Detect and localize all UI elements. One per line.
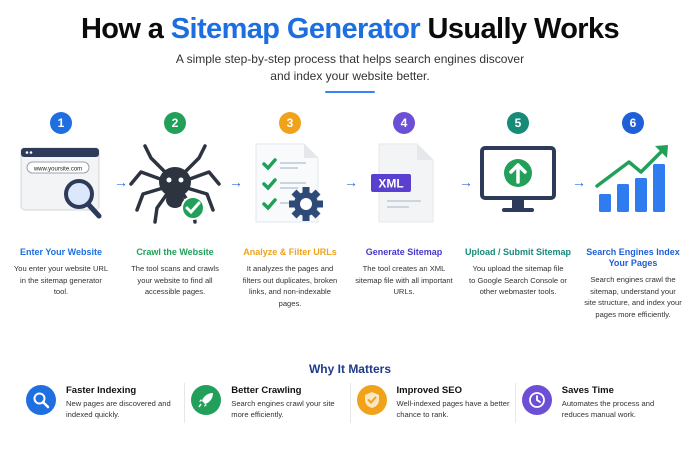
benefit-title: Saves Time [561,385,614,396]
step-title: Search Engines Index Your Pages [586,247,680,268]
benefit-title: Better Crawling [231,385,302,396]
arrow-icon: → [344,174,358,190]
title-divider [325,91,375,93]
clock-icon [521,385,552,415]
xml-file-icon: XML [349,142,459,232]
svg-text:XML: XML [378,177,403,191]
step-3: 3 Analyze & Filter URLs It analyzes the … [235,112,345,309]
title-text: How a [80,13,171,45]
step-number-badge: 3 [279,112,301,134]
search-icon [26,385,56,415]
benefit-description: Automates the process and reduces manual… [561,399,655,419]
step-1: 1 www.yoursite.com Enter Your Website Yo… [6,112,116,298]
subtitle: A simple step-by-step process that helps… [175,52,525,83]
browser-search-icon: www.yoursite.com [6,142,116,232]
step-number-badge: 4 [393,112,415,134]
page-title: How a Sitemap Generator Usually Works [0,13,700,46]
arrow-icon: → [229,174,243,190]
step-title: Upload / Submit Sitemap [464,247,571,257]
step-title: Generate Sitemap [365,247,443,257]
step-number-badge: 6 [622,112,644,134]
benefit-title: Improved SEO [396,385,462,396]
step-description: Search engines crawl the sitemap, unders… [584,275,682,319]
step-title: Enter Your Website [19,247,103,257]
step-description: You enter your website URL in the sitema… [13,264,109,296]
step-number-badge: 5 [507,112,529,134]
step-number-badge: 2 [164,112,186,134]
benefit-saves-time: Saves Time Automates the process and red… [516,383,680,423]
step-title: Crawl the Website [136,247,214,257]
step-description: The tool creates an XML sitemap file wit… [355,264,453,296]
arrow-icon: → [459,174,473,190]
benefit-faster-indexing: Faster Indexing New pages are discovered… [20,383,186,423]
svg-text:www.yoursite.com: www.yoursite.com [33,167,82,173]
spider-icon [120,142,230,232]
benefit-title: Faster Indexing [66,385,137,396]
step-description: You upload the sitemap file to Google Se… [469,264,567,296]
benefit-improved-seo: Improved SEO Well-indexed pages have a b… [351,383,516,423]
step-5: 5 Upload / Submit Sitemap You upload the… [463,112,573,298]
step-2: 2 Crawl the Website The tool scans and c… [120,112,230,298]
benefit-better-crawling: Better Crawling Search engines crawl you… [185,383,351,423]
why-it-matters-heading: Why It Matters [308,362,391,376]
step-title: Analyze & Filter URLs [243,247,337,257]
monitor-upload-icon [463,142,573,232]
benefit-description: Search engines crawl your site more effi… [231,399,335,419]
checklist-gear-icon [235,142,345,232]
benefits-row: Faster Indexing New pages are discovered… [20,383,680,423]
rocket-icon [191,385,222,415]
arrow-icon: → [572,174,586,190]
shield-check-icon [356,385,387,415]
growth-chart-icon [578,142,688,232]
step-6: 6 Search Engines Index Your Pages Search… [578,112,688,320]
step-number-badge: 1 [50,112,72,134]
title-accent: Sitemap Generator [170,13,421,45]
benefit-description: New pages are discovered and indexed qui… [66,399,171,419]
title-text-end: Usually Works [420,13,620,45]
step-4: 4 XML Generate Sitemap The tool creates … [349,112,459,298]
benefit-description: Well-indexed pages have a better chance … [396,399,510,419]
step-description: The tool scans and crawls your website t… [131,264,219,296]
step-description: It analyzes the pages and filters out du… [242,264,338,308]
arrow-icon: → [114,174,128,190]
